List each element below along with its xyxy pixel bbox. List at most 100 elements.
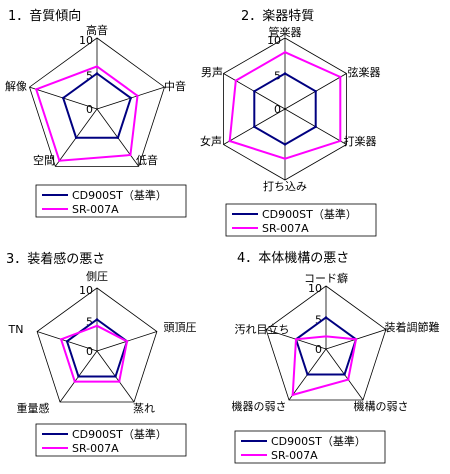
tick-label: 5 <box>274 70 281 83</box>
data-point <box>291 393 294 397</box>
legend <box>225 203 377 237</box>
data-point <box>65 340 69 343</box>
data-point <box>114 375 117 378</box>
data-point <box>118 380 121 383</box>
data-point <box>228 139 231 143</box>
data-point <box>116 136 120 139</box>
axis-label: 汚れ目立ち <box>235 322 290 336</box>
series-line-2 <box>59 324 129 383</box>
data-point <box>339 139 342 143</box>
data-point <box>339 75 342 79</box>
grid-ring <box>29 37 165 167</box>
series-line-1 <box>62 72 132 139</box>
axis-label: 高音 <box>86 23 108 37</box>
legend-label: SR-007A <box>262 222 309 235</box>
axis-label: 重量感 <box>17 401 50 415</box>
tick-label: 5 <box>86 316 93 329</box>
chart-title: 3．装着感の悪さ <box>6 251 105 267</box>
data-point <box>283 157 287 160</box>
chart-title: 2．楽器特質 <box>241 8 314 24</box>
legend <box>35 184 187 218</box>
data-point <box>129 153 132 157</box>
data-point <box>95 318 99 321</box>
data-point <box>77 375 80 378</box>
radar-chart-3: 3．装着感の悪さ0510側圧頭頂圧蒸れ重量感TNCD900ST（基準）SR-00… <box>6 251 197 457</box>
data-point <box>314 125 317 128</box>
axis-label: コード癖 <box>304 271 348 285</box>
axis-label: 空間 <box>33 153 55 167</box>
chart-title: 4．本体機構の悪さ <box>237 251 349 266</box>
data-point <box>59 338 63 341</box>
axis-label: 頭頂圧 <box>164 321 197 334</box>
axis-label: 解像 <box>5 79 27 93</box>
tick-label: 5 <box>86 70 93 83</box>
legend <box>35 423 187 457</box>
axis-label: 機構の弱さ <box>354 399 409 413</box>
series-line-2 <box>34 65 139 162</box>
legend <box>234 430 386 464</box>
data-point <box>58 159 61 162</box>
data-point <box>253 125 256 128</box>
data-point <box>354 338 358 341</box>
data-point <box>129 96 132 100</box>
data-point <box>74 136 78 139</box>
axis-label: 男声 <box>201 65 223 79</box>
axis-label: 中音 <box>164 79 186 93</box>
data-point <box>294 338 298 341</box>
legend-label: SR-007A <box>72 442 119 455</box>
axis-label: TN <box>8 323 24 336</box>
axis-label: 女声 <box>200 134 222 148</box>
tick-label: 0 <box>86 345 93 358</box>
tick-label: 10 <box>267 34 281 47</box>
legend-label: CD900ST（基準） <box>72 427 167 441</box>
data-point <box>125 340 129 343</box>
data-point <box>35 88 38 91</box>
tick-label: 10 <box>308 282 322 295</box>
data-point <box>62 96 65 100</box>
data-point <box>283 72 287 75</box>
legend-label: CD900ST（基準） <box>72 188 167 202</box>
data-point <box>136 94 139 98</box>
data-point <box>324 335 328 338</box>
legend-label: CD900ST（基準） <box>271 434 366 448</box>
tick-label: 5 <box>315 314 322 327</box>
data-point <box>234 79 237 82</box>
axis-label: 管楽器 <box>269 25 302 39</box>
data-point <box>73 380 77 383</box>
tick-label: 0 <box>315 343 322 356</box>
legend-label: SR-007A <box>271 449 318 462</box>
axis-label: 機器の弱さ <box>232 399 287 413</box>
data-point <box>324 316 328 319</box>
axis-label: 低音 <box>136 153 158 167</box>
data-point <box>314 90 317 93</box>
data-point <box>283 51 287 54</box>
series-line-2 <box>291 335 358 397</box>
grid-ring <box>265 285 387 401</box>
data-point <box>283 143 287 146</box>
series-line-1 <box>294 316 358 376</box>
data-point <box>347 378 350 381</box>
legend-label: SR-007A <box>72 203 119 216</box>
tick-label: 0 <box>274 103 281 116</box>
chart-title: 1．音質傾向 <box>8 8 81 24</box>
axis-label: 側圧 <box>86 270 108 283</box>
data-point <box>253 90 256 93</box>
axis-label: 打楽器 <box>344 134 377 148</box>
axis-label: 装着調節難 <box>385 320 440 334</box>
data-point <box>95 72 99 75</box>
data-point <box>95 65 99 68</box>
grid-ring <box>36 287 158 403</box>
data-point <box>95 324 99 327</box>
legend-label: CD900ST（基準） <box>262 207 357 221</box>
data-point <box>306 373 309 376</box>
data-point <box>343 373 346 376</box>
axis-label: 弦楽器 <box>348 65 381 79</box>
axis-label: 蒸れ <box>133 402 155 415</box>
axis-label: 打ち込み <box>263 179 307 193</box>
tick-label: 10 <box>79 34 93 47</box>
tick-label: 0 <box>86 103 93 116</box>
